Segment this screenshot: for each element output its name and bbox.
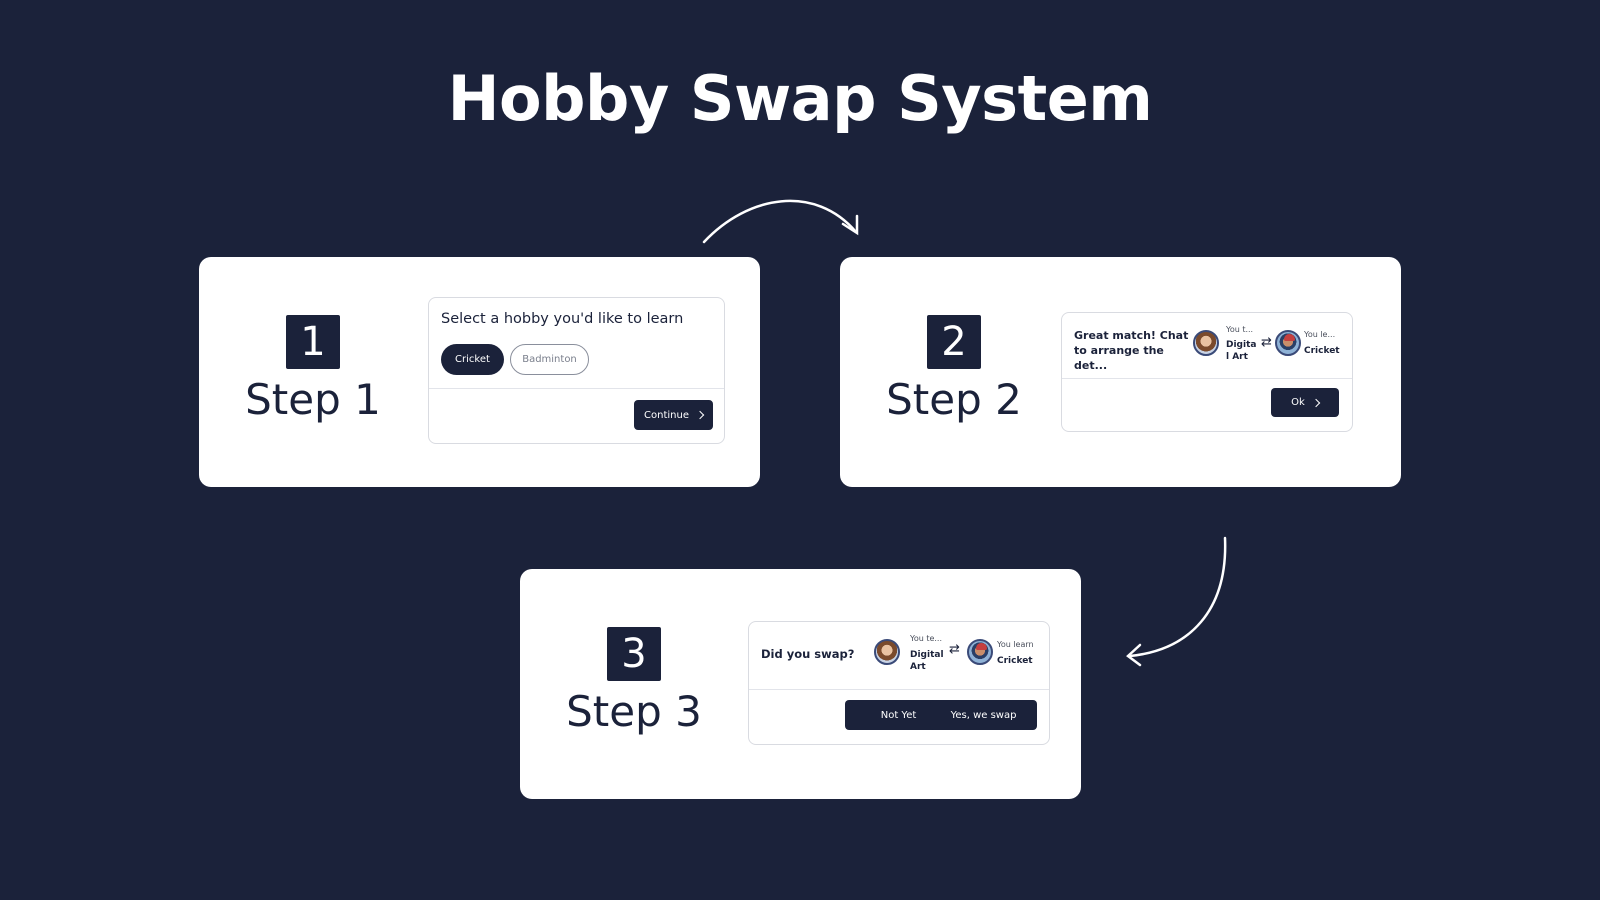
step-1-heading: 1 Step 1 xyxy=(199,257,424,487)
chevron-right-icon xyxy=(695,410,705,420)
step-1-label: Step 1 xyxy=(245,375,381,424)
continue-button-label: Continue xyxy=(644,409,689,421)
learner-avatar xyxy=(967,639,993,665)
learn-value: Cricket xyxy=(997,656,1033,666)
chevron-right-icon xyxy=(1311,398,1321,407)
ok-button[interactable]: Ok xyxy=(1271,388,1339,417)
match-message: Great match! Chat to arrange the det... xyxy=(1074,329,1189,372)
learn-value: Cricket xyxy=(1304,346,1340,356)
step-3-heading: 3 Step 3 xyxy=(520,569,745,799)
step-2-card: 2 Step 2 Great match! Chat to arrange th… xyxy=(840,257,1401,487)
step-1-card: 1 Step 1 Select a hobby you'd like to le… xyxy=(199,257,760,487)
continue-button[interactable]: Continue xyxy=(634,400,713,430)
teacher-avatar xyxy=(1193,330,1219,356)
step-3-label: Step 3 xyxy=(566,687,702,736)
divider xyxy=(429,388,724,389)
step-3-number-badge: 3 xyxy=(607,627,661,681)
ok-button-label: Ok xyxy=(1291,397,1305,408)
step-2-heading: 2 Step 2 xyxy=(840,257,1065,487)
yes-we-swap-button[interactable]: Yes, we swap xyxy=(930,700,1037,730)
page-title: Hobby Swap System xyxy=(447,62,1153,135)
arrow-step2-to-step3-icon xyxy=(1126,536,1227,667)
teacher-avatar xyxy=(874,639,900,665)
learner-avatar xyxy=(1275,330,1301,356)
swap-arrows-icon: ⇄ xyxy=(949,642,960,657)
step-2-number-badge: 2 xyxy=(927,315,981,369)
divider xyxy=(749,689,1049,690)
dialog-question: Select a hobby you'd like to learn xyxy=(441,311,684,327)
teach-value: Digita l Art xyxy=(1226,340,1257,362)
step-1-number-badge: 1 xyxy=(286,315,340,369)
swap-arrows-icon: ⇄ xyxy=(1261,335,1272,350)
step-3-card: 3 Step 3 Did you swap? You te... Digital… xyxy=(520,569,1081,799)
hobby-chip-cricket[interactable]: Cricket xyxy=(441,344,504,375)
teach-label: You te... xyxy=(910,634,943,643)
match-dialog: Great match! Chat to arrange the det... … xyxy=(1061,312,1353,432)
arrow-step1-to-step2-icon xyxy=(702,199,859,244)
divider xyxy=(1062,378,1352,379)
swap-question: Did you swap? xyxy=(761,647,855,661)
swap-confirm-dialog: Did you swap? You te... Digital Art ⇄ Yo… xyxy=(748,621,1050,745)
teach-value: Digital Art xyxy=(910,650,944,672)
teach-label: You t... xyxy=(1226,325,1254,334)
hobby-select-dialog: Select a hobby you'd like to learn Crick… xyxy=(428,297,725,444)
learn-label: You le... xyxy=(1304,330,1336,339)
step-2-label: Step 2 xyxy=(886,375,1022,424)
hobby-chip-badminton[interactable]: Badminton xyxy=(510,344,589,375)
learn-label: You learn xyxy=(997,640,1034,649)
